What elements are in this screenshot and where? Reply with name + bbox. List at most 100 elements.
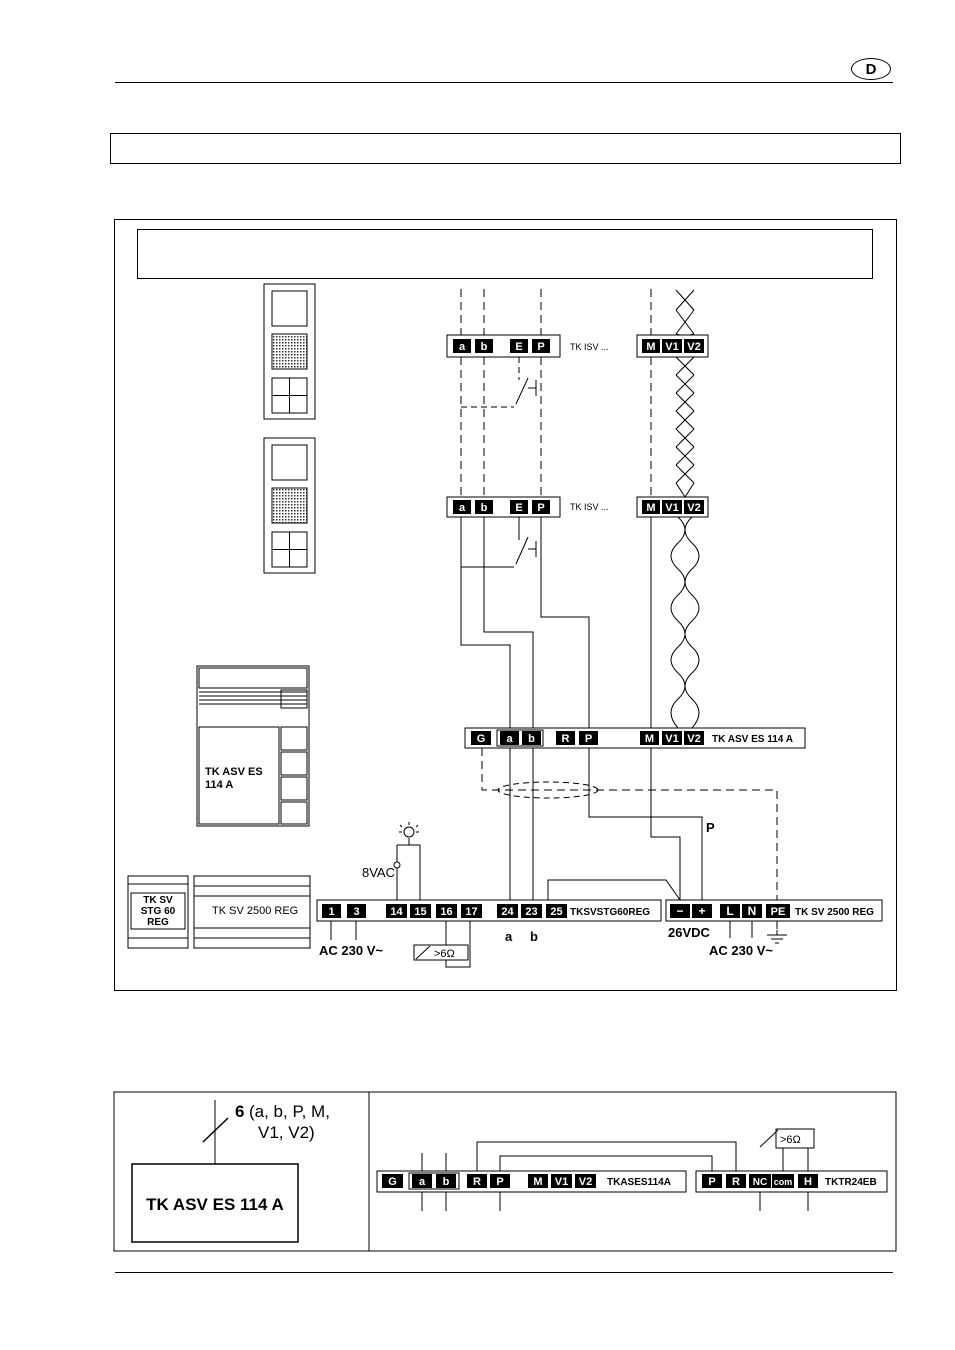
- bottom-diagram: [113, 1091, 897, 1252]
- bottom-tr-label: TKTR24EB: [825, 1177, 877, 1188]
- svg-text:V1: V1: [665, 502, 678, 514]
- bottom-bus-count: 6: [235, 1102, 244, 1121]
- svg-text:1: 1: [328, 906, 334, 918]
- svg-text:14: 14: [390, 906, 403, 918]
- svg-text:b: b: [528, 733, 535, 745]
- sv-terminals: − + L N PE: [670, 904, 790, 918]
- terminal-b: [475, 339, 493, 353]
- door-station-lower: [263, 437, 316, 574]
- terminal-m: [642, 339, 660, 353]
- svg-text:M: M: [646, 502, 655, 514]
- svg-text:P: P: [537, 502, 544, 514]
- svg-text:b: b: [443, 1176, 450, 1188]
- stg-device-label-2: STG 60: [141, 906, 176, 917]
- asv-device-label-2: 114 A: [205, 779, 233, 791]
- svg-text:N: N: [748, 904, 757, 918]
- label-p: P: [706, 820, 715, 835]
- upper-isv-label: TK ISV ...: [570, 342, 609, 352]
- bottom-asv-label: TKASES114A: [607, 1177, 671, 1188]
- bottom-bus-signals-2: V1, V2): [258, 1123, 315, 1142]
- svg-text:E: E: [515, 502, 522, 514]
- main-diagram-note-box: [137, 229, 873, 279]
- svg-text:V2: V2: [579, 1176, 592, 1188]
- asv-device-label-1: TK ASV ES: [205, 766, 263, 778]
- footer-rule: [115, 1272, 893, 1273]
- sv2500-device-drawing: [193, 875, 311, 949]
- stg-device-label-1: TK SV: [143, 895, 173, 906]
- asv-label: TK ASV ES 114 A: [712, 734, 793, 745]
- svg-text:com: com: [774, 1177, 793, 1187]
- door-station-upper: [263, 283, 316, 420]
- svg-text:V2: V2: [687, 502, 700, 514]
- svg-text:M: M: [645, 733, 654, 745]
- svg-text:16: 16: [440, 906, 452, 918]
- svg-text:−: −: [676, 904, 683, 918]
- label-a: a: [505, 929, 513, 944]
- twisted-pair: [670, 289, 700, 729]
- svg-text:P: P: [496, 1176, 503, 1188]
- svg-text:P: P: [585, 733, 592, 745]
- svg-text:E: E: [515, 341, 522, 353]
- section-title-box: [110, 133, 901, 164]
- label-ac230-right: AC 230 V~: [709, 943, 773, 958]
- svg-text:V2: V2: [687, 733, 700, 745]
- upper-isv-terminals: a b E P M V1 V2: [453, 339, 704, 353]
- asv-device-drawing: [196, 665, 310, 827]
- svg-text:17: 17: [465, 906, 477, 918]
- bottom-tr-terminals: P R NC com H: [702, 1174, 818, 1188]
- sv2500-device-label: TK SV 2500 REG: [212, 905, 298, 917]
- svg-text:23: 23: [525, 906, 537, 918]
- svg-text:G: G: [388, 1176, 397, 1188]
- wires: [330, 289, 787, 968]
- svg-text:PE: PE: [771, 906, 786, 918]
- svg-text:V1: V1: [665, 733, 678, 745]
- svg-text:24: 24: [501, 906, 514, 918]
- sv-label: TK SV 2500 REG: [795, 907, 874, 918]
- svg-text:L: L: [726, 904, 733, 918]
- svg-text:R: R: [732, 1176, 740, 1188]
- svg-text:b: b: [481, 502, 488, 514]
- svg-text:15: 15: [414, 906, 426, 918]
- stg-terminals: 1 3 14 15 16 17 24 23 25: [322, 904, 567, 918]
- terminal-v2: [684, 339, 704, 353]
- stg-device-label-3: REG: [147, 917, 169, 928]
- svg-text:R: R: [473, 1176, 481, 1188]
- main-diagram-frame: [114, 219, 897, 991]
- svg-text:>6Ω: >6Ω: [434, 948, 455, 960]
- terminal-frames: [316, 334, 883, 961]
- asv-terminals: G a b R P M V1 V2: [471, 729, 704, 747]
- stg-device-drawing: [127, 875, 189, 949]
- svg-text:P: P: [708, 1176, 715, 1188]
- bottom-device-label: TK ASV ES 114 A: [146, 1195, 284, 1214]
- svg-text:a: a: [506, 733, 513, 745]
- terminal-a: [453, 339, 471, 353]
- terminal-p: [532, 339, 550, 353]
- svg-text:M: M: [646, 341, 655, 353]
- bottom-bus-signals-1: (a, b, P, M,: [249, 1102, 330, 1121]
- bottom-resistor-label: >6Ω: [780, 1134, 801, 1146]
- label-26vdc: 26VDC: [668, 925, 711, 940]
- svg-text:V2: V2: [687, 341, 700, 353]
- svg-text:G: G: [477, 733, 486, 745]
- label-b: b: [530, 929, 538, 944]
- svg-text:V1: V1: [555, 1176, 568, 1188]
- terminal-v1: [662, 339, 682, 353]
- svg-text:R: R: [562, 733, 570, 745]
- svg-text:V1: V1: [665, 341, 678, 353]
- header-rule: [115, 82, 893, 83]
- lower-isv-terminals: a b E P M V1 V2: [453, 500, 704, 514]
- svg-text:M: M: [533, 1176, 542, 1188]
- svg-text:P: P: [537, 341, 544, 353]
- lower-isv-label: TK ISV ...: [570, 502, 609, 512]
- bottom-asv-terminals: G a b R P M V1 V2: [382, 1172, 596, 1190]
- resistor-symbol: >6Ω: [415, 945, 455, 960]
- svg-text:25: 25: [550, 906, 562, 918]
- label-ac230-left: AC 230 V~: [319, 943, 383, 958]
- svg-text:a: a: [459, 341, 466, 353]
- label-8vac: 8VAC: [362, 865, 395, 880]
- svg-text:a: a: [419, 1176, 426, 1188]
- svg-text:H: H: [804, 1176, 812, 1188]
- svg-text:b: b: [481, 341, 488, 353]
- svg-text:3: 3: [353, 906, 359, 918]
